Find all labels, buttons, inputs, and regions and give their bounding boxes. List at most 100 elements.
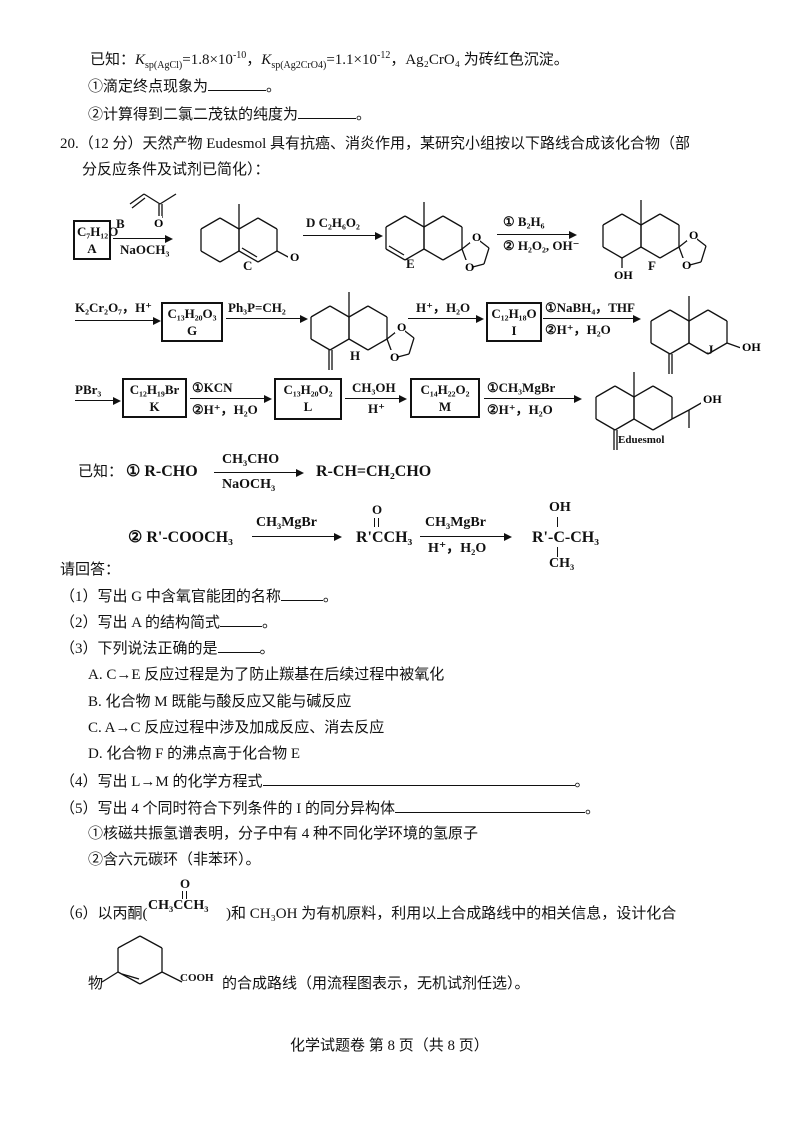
compound-m-formula: C₁₄H₂₂O₂ (420, 382, 470, 397)
bond (408, 337, 415, 355)
condition-k-l-1: ①KCN (192, 380, 233, 395)
bond (614, 418, 635, 431)
q19-item-2-text: ②计算得到二氯二茂钛的纯度为 (88, 107, 299, 123)
known-r2-product: R'-C-CH₃ (532, 529, 600, 546)
compound-m-label: M (438, 399, 452, 414)
compound-c-label: C (243, 258, 253, 273)
question-5: （5）写出 4 个同时符合下列条件的 I 的同分异构体。 (60, 798, 600, 819)
arrow-a-c (113, 234, 173, 243)
known-r2-reagent-2: CH₃MgBr (425, 515, 486, 530)
hydroxyl-group: OH (742, 340, 761, 354)
condition-l-m-1: CH₃OH (352, 380, 396, 395)
bond (238, 250, 259, 263)
compound-l-label: L (303, 399, 313, 414)
target-compound-structure (101, 935, 183, 985)
answer-blank (220, 612, 263, 627)
bond (200, 250, 221, 263)
q19-item-1: ①滴定终点现象为。 (88, 76, 281, 97)
bond (659, 213, 680, 226)
bond (219, 250, 240, 263)
arrow-m-product (484, 394, 582, 403)
bond (276, 250, 291, 259)
condition-j-k: PBr₃ (75, 382, 102, 397)
question-6-text-a: （6）以丙酮( (60, 906, 148, 922)
compound-h-structure: OO (310, 292, 415, 370)
ksp-sub-ag2cro4: sp(Ag2CrO4) (271, 60, 327, 71)
question-3-option-d: D. 化合物 F 的沸点高于化合物 E (88, 746, 301, 762)
bond (200, 217, 221, 230)
condition-e-f-2: ② H₂O₂, OH⁻ (503, 238, 580, 253)
hydroxyl-group: OH (703, 392, 722, 406)
ksp-exp-ag2cro4: -12 (376, 50, 391, 61)
condition-f-g: K₂Cr₂O₇，H⁺ (75, 300, 153, 315)
question-6-text-d: 的合成路线（用流程图表示，无机试剂任选）。 (222, 976, 530, 992)
compound-g-formula: C₁₃H₂₀O₃ (167, 306, 217, 321)
oxygen-atom: O (682, 258, 691, 272)
bond (423, 215, 444, 228)
period: 。 (262, 615, 278, 631)
known-r2-reagent: CH₃MgBr (256, 515, 317, 530)
bond (671, 409, 690, 420)
answer-blank (395, 798, 585, 813)
bond (595, 385, 616, 398)
bond (161, 971, 183, 983)
bond (688, 342, 709, 355)
condition-m-product-2: ②H⁺，H₂O (487, 402, 553, 417)
bond (159, 193, 177, 205)
compound-j-label: J (707, 342, 714, 357)
compound-h-label: H (350, 348, 361, 363)
known-r1-reagent: CH₃CHO (222, 452, 280, 467)
known-r2-arrow-2 (420, 532, 512, 541)
known-r1-reactant: ① R-CHO (126, 463, 198, 480)
known-r2-methyl: CH₃ (549, 556, 575, 571)
question-4: （4）写出 L→M 的化学方程式。 (60, 771, 590, 792)
bond (219, 217, 240, 230)
condition-k-l-2: ②H⁺，H₂O (192, 402, 258, 417)
questions-intro: 请回答： (60, 562, 121, 578)
q19-item-1-text: ①滴定终点现象为 (88, 79, 209, 95)
bond (650, 309, 671, 322)
double-bond (182, 891, 187, 899)
compound-g-label: G (186, 323, 198, 338)
bond (238, 217, 259, 230)
known-r1-catalyst: NaOCH₃ (222, 477, 276, 492)
acetone-formula: CH₃CCH₃ (148, 898, 209, 913)
compound-k-formula: C₁₂H₁₉Br (129, 382, 180, 397)
bond (726, 342, 742, 349)
bond (659, 246, 680, 259)
compound-a-label: A (87, 241, 97, 256)
bond (700, 245, 707, 263)
condition-e-f-1: ① B₂H₆ (503, 214, 545, 229)
known-prefix: 已知： (90, 52, 136, 68)
condition-a-c: NaOCH₃ (120, 242, 170, 257)
period: 。 (322, 589, 338, 605)
bond (367, 338, 388, 351)
oxygen-atom: O (465, 260, 474, 274)
bond (388, 245, 405, 256)
bond (650, 342, 671, 355)
ksp-tail: ，Ag₂CrO₄ 为砖红色沉淀。 (390, 52, 569, 68)
bond (688, 401, 704, 411)
bond (121, 973, 140, 980)
bond (348, 305, 369, 318)
oxygen-atom: O (290, 250, 299, 264)
answer-blank (298, 104, 357, 119)
bond (442, 215, 463, 228)
question-3: （3）下列说法正确的是。 (60, 638, 275, 659)
arrow-i-j (543, 314, 641, 323)
arrow-l-m (345, 394, 407, 403)
bond (640, 246, 661, 259)
condition-i-j-2: ②H⁺，H₂O (545, 322, 611, 337)
known-r2-oh: OH (549, 500, 571, 515)
compound-i-label: I (511, 323, 517, 338)
compound-m-box: C₁₄H₂₂O₂ M (410, 378, 480, 418)
bond (707, 342, 728, 355)
bond (241, 247, 258, 258)
question-5-condition-2: ②含六元碳环（非苯环）。 (88, 852, 261, 868)
bond (404, 248, 425, 261)
bond (442, 248, 463, 261)
bond (117, 971, 141, 985)
